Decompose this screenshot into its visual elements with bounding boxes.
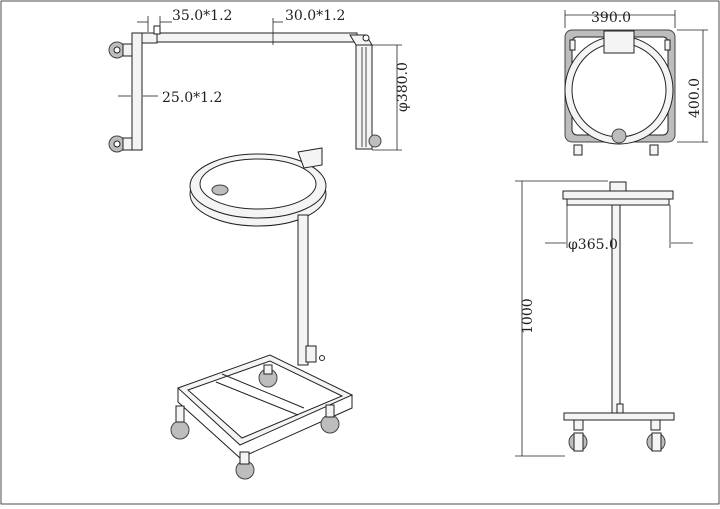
top-handle <box>611 128 627 144</box>
top-caster-left <box>573 144 583 156</box>
side-top-screw <box>153 25 161 35</box>
front-caster-right <box>646 419 666 452</box>
persp-caster-back <box>258 364 278 388</box>
perspective-view <box>170 147 354 480</box>
dim-tube-a: 35.0*1.2 <box>172 8 232 24</box>
front-view: φ365.0 1000 <box>515 180 693 457</box>
side-view: 35.0*1.2 30.0*1.2 25.0*1.2 φ380.0 <box>108 8 411 153</box>
persp-bracket <box>297 147 323 169</box>
side-caster-bottom <box>108 135 133 153</box>
dim-tube-c: 25.0*1.2 <box>162 90 222 106</box>
top-bracket <box>603 30 635 54</box>
front-base <box>563 412 675 421</box>
dim-ring-diameter: φ365.0 <box>568 237 618 253</box>
side-ring-edge <box>355 44 373 150</box>
side-left-post <box>131 32 143 151</box>
side-arm-tube <box>156 32 358 43</box>
persp-caster-left <box>170 405 190 440</box>
top-ring-inner <box>571 42 667 138</box>
top-caster-right <box>649 144 659 156</box>
front-lid-knob <box>609 181 627 192</box>
persp-caster-front <box>235 451 255 480</box>
front-lid <box>562 190 674 200</box>
dim-tube-b: 30.0*1.2 <box>285 8 345 24</box>
side-ring-caster <box>368 134 382 148</box>
front-caster-left <box>568 419 588 452</box>
persp-lid-handle <box>211 184 229 196</box>
side-arm-joint <box>141 32 158 44</box>
dim-side-height: φ380.0 <box>395 62 411 112</box>
dim-top-width: 390.0 <box>591 10 631 26</box>
side-caster-top <box>108 41 133 59</box>
persp-caster-right <box>320 404 340 434</box>
persp-pole <box>297 214 309 366</box>
top-view: 390.0 400.0 <box>564 10 708 156</box>
dim-total-height: 1000 <box>520 298 536 334</box>
dim-top-depth: 400.0 <box>687 78 703 118</box>
persp-lid-inner <box>199 158 317 210</box>
